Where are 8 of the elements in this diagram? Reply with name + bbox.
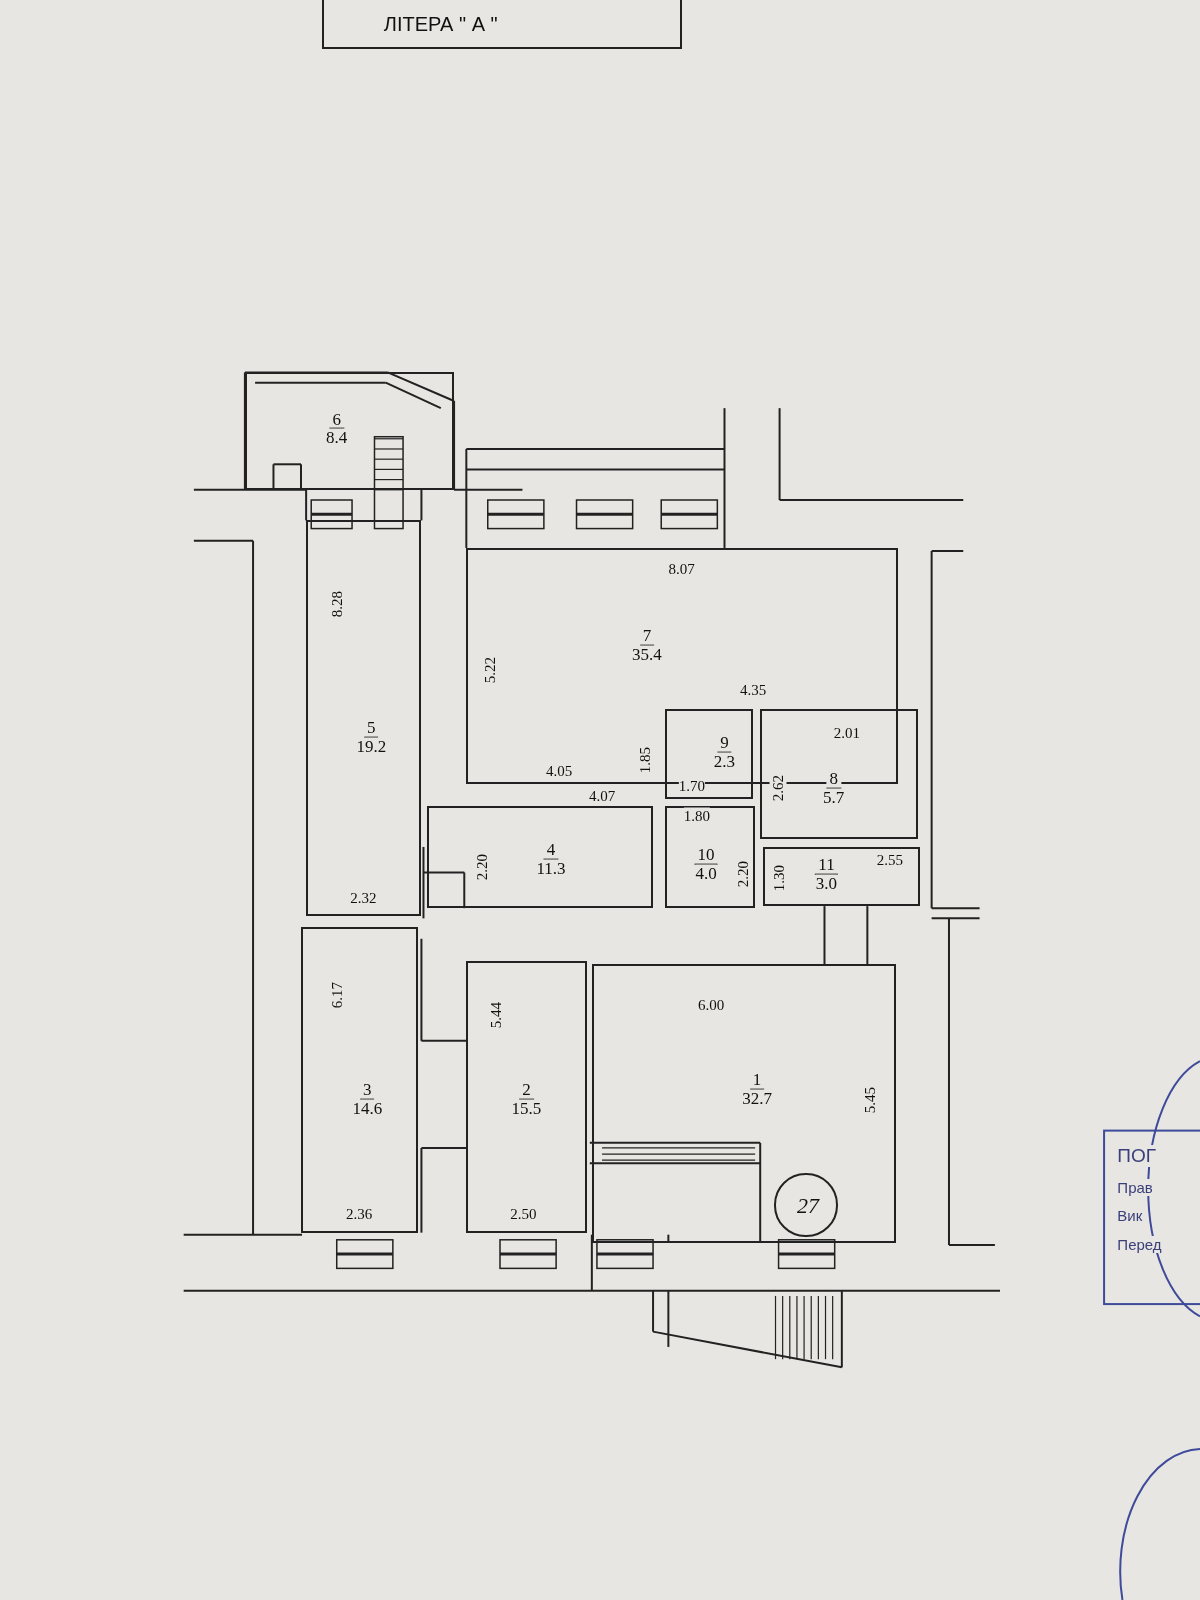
stamp-text: Прав (1117, 1178, 1153, 1196)
stamp-text: ПОГ (1117, 1144, 1157, 1167)
title-frame (322, 0, 682, 49)
room-number: 11 (815, 856, 838, 875)
circle-mark (774, 1173, 838, 1237)
stamp-text: Перед (1117, 1235, 1162, 1253)
room-outline (244, 372, 455, 490)
dimension-label: 2.62 (769, 774, 787, 801)
